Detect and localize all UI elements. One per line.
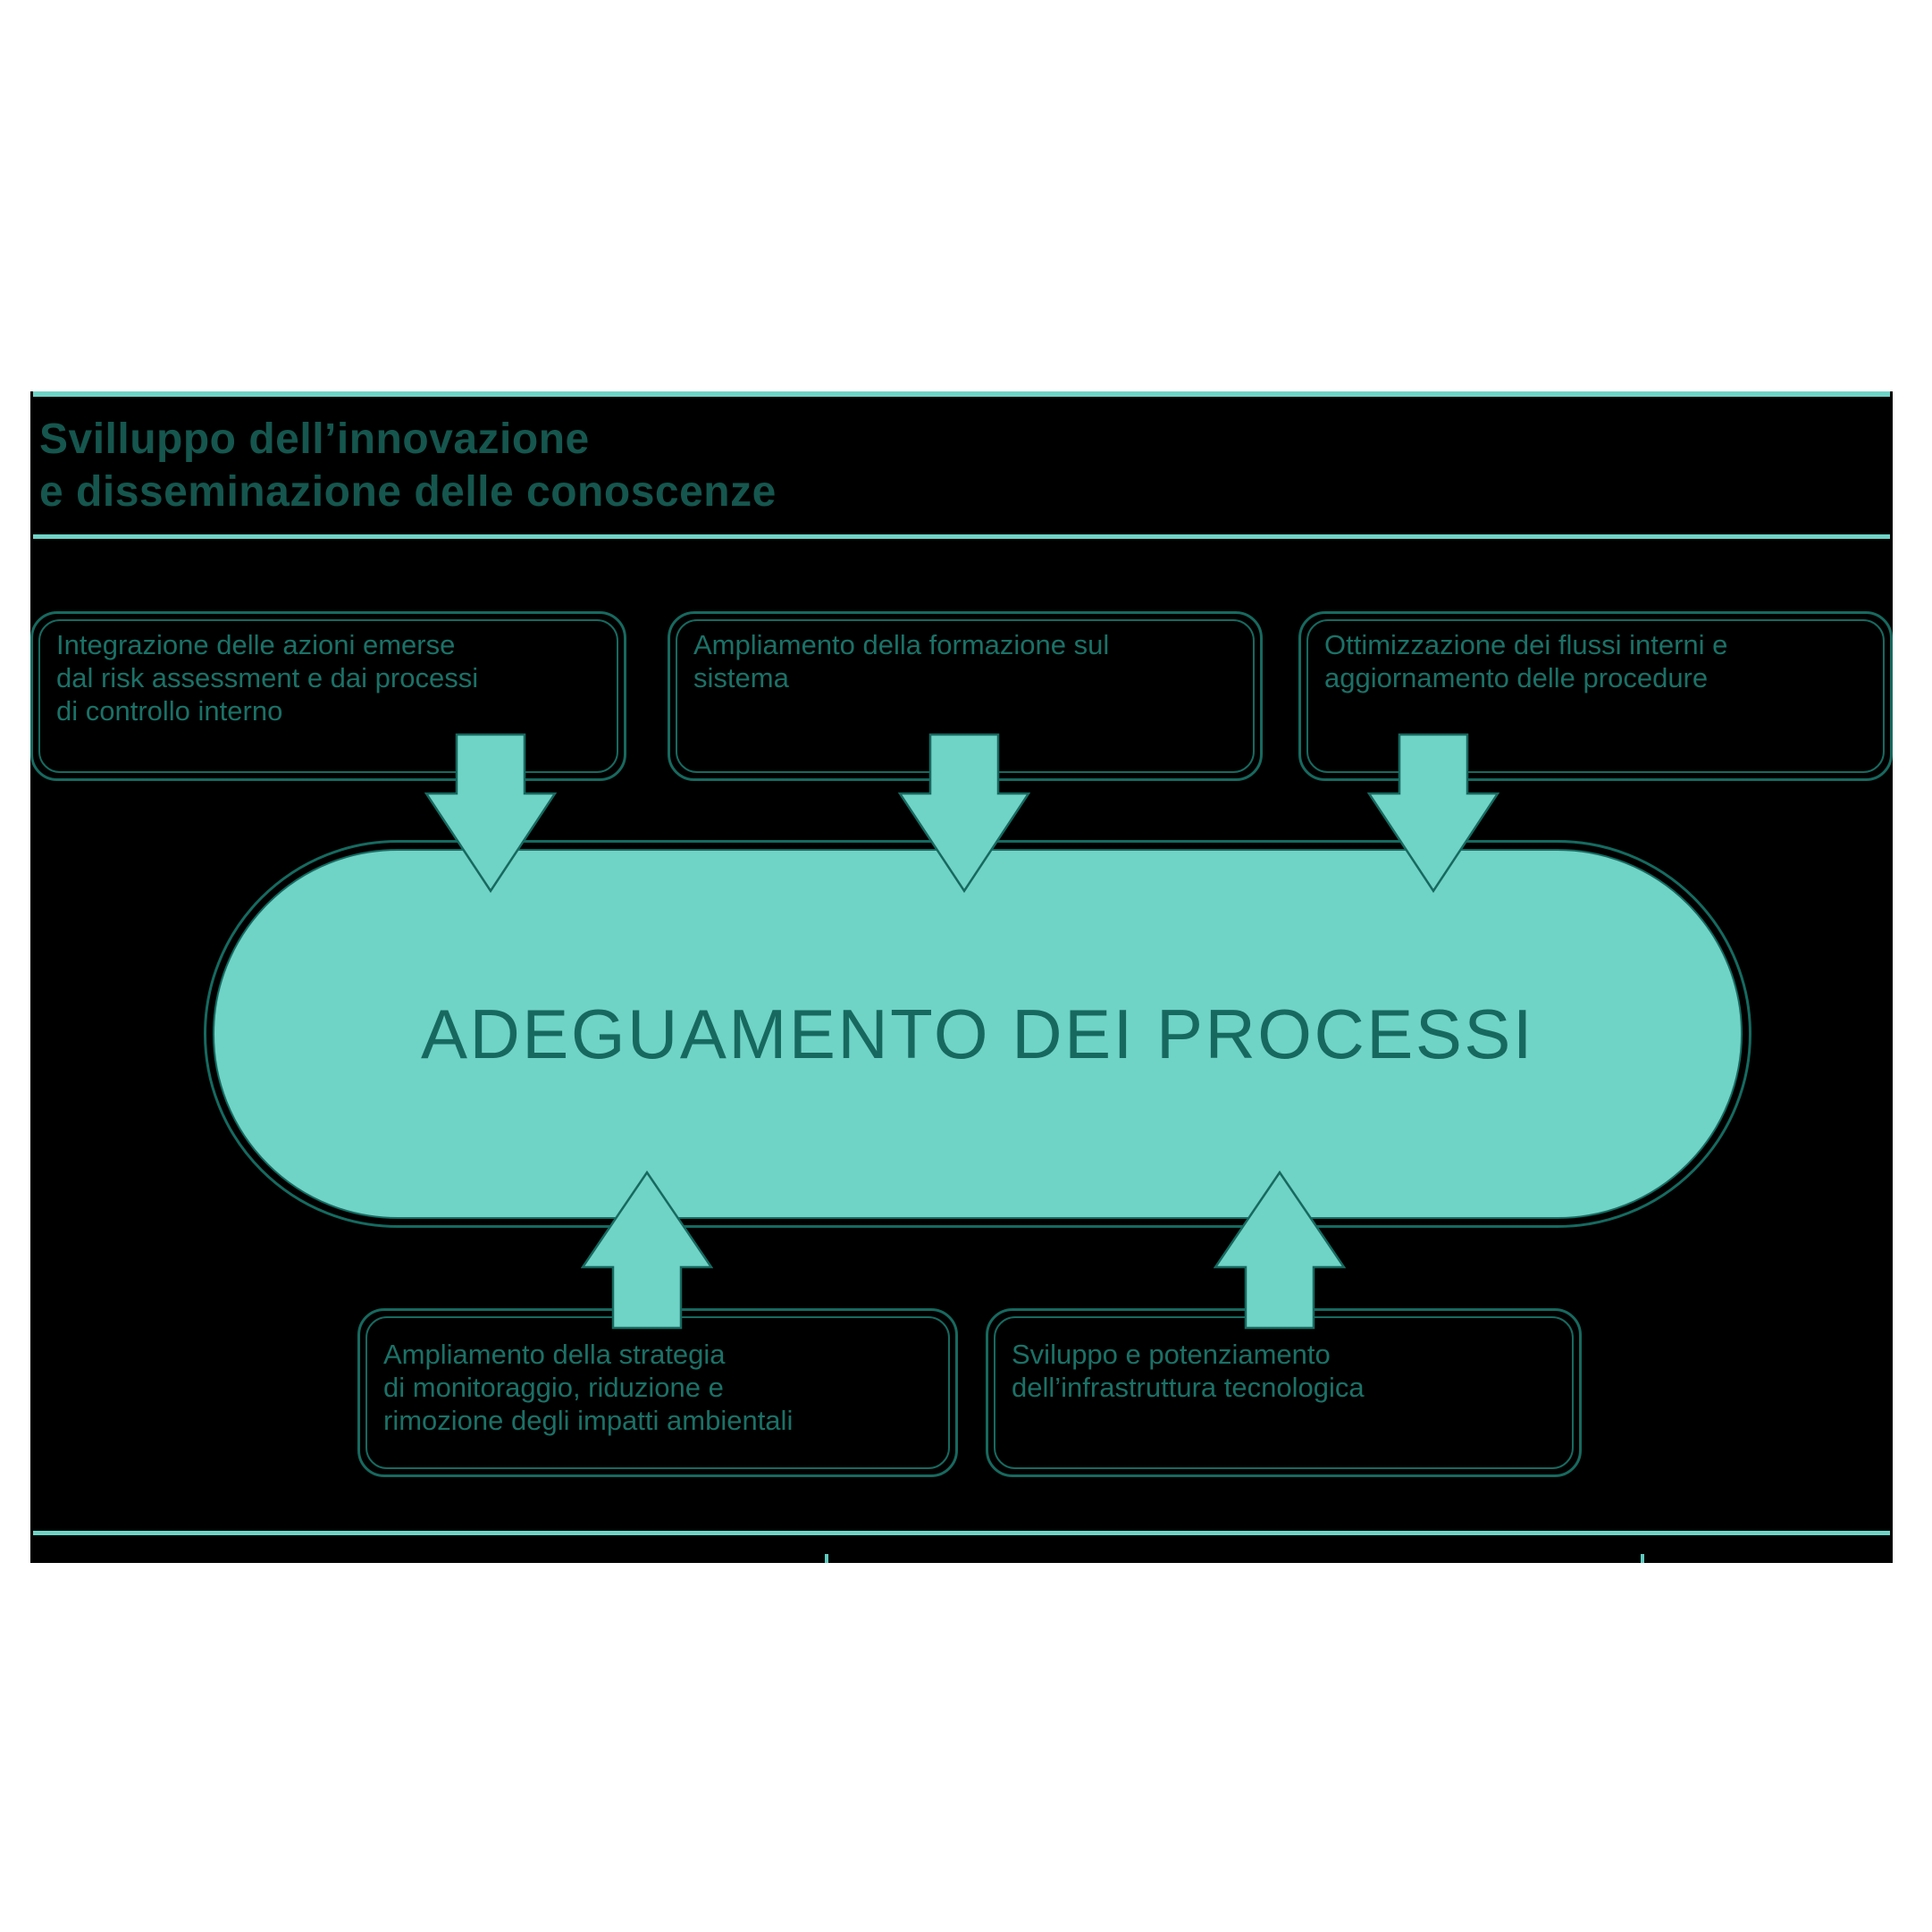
page-title-line1: Svilluppo dell’innovazione [39, 416, 590, 463]
down-arrow-icon [898, 733, 1030, 894]
box-risk-assessment: Integrazione delle azioni emerse dal ris… [30, 611, 626, 781]
box-text-line: sistema [693, 662, 789, 693]
diagram-panel: Svilluppo dell’innovazione e disseminazi… [30, 391, 1893, 1563]
box-text-line: Ampliamento della formazione sul [693, 629, 1110, 660]
page-title-line2: e disseminazione delle conoscenze [39, 468, 777, 516]
box-text: Ampliamento della formazione sul sistema [693, 628, 1251, 694]
box-monitoraggio: Ampliamento della strategia di monitorag… [357, 1308, 958, 1477]
crop-tick-mark [825, 1554, 828, 1563]
box-inner-border [1306, 619, 1885, 773]
box-text-line: Sviluppo e potenziamento [1012, 1339, 1331, 1370]
box-text-line: di monitoraggio, riduzione e [383, 1372, 724, 1403]
box-text: Ampliamento della strategia di monitorag… [383, 1338, 946, 1437]
title-divider-line [33, 534, 1890, 539]
box-infrastruttura: Sviluppo e potenziamento dell’infrastrut… [986, 1308, 1582, 1477]
box-text: Integrazione delle azioni emerse dal ris… [56, 628, 615, 727]
page-title: Svilluppo dell’innovazione e disseminazi… [39, 413, 777, 518]
up-arrow-icon [581, 1171, 713, 1330]
box-text-line: dal risk assessment e dai processi [56, 662, 479, 693]
box-text: Sviluppo e potenziamento dell’infrastrut… [1012, 1338, 1570, 1404]
box-text-line: dell’infrastruttura tecnologica [1012, 1372, 1365, 1403]
crop-tick-mark [1641, 1554, 1644, 1563]
central-pill: ADEGUAMENTO DEI PROCESSI [213, 849, 1743, 1219]
box-flussi-interni: Ottimizzazione dei flussi interni e aggi… [1298, 611, 1893, 781]
box-text-line: Ottimizzazione dei flussi interni e [1324, 629, 1728, 660]
box-text-line: di controllo interno [56, 695, 283, 727]
up-arrow-icon [1214, 1171, 1346, 1330]
box-text: Ottimizzazione dei flussi interni e aggi… [1324, 628, 1881, 694]
down-arrow-icon [1367, 733, 1499, 894]
box-text-line: rimozione degli impatti ambientali [383, 1405, 794, 1436]
box-inner-border [38, 619, 618, 773]
bottom-accent-bar [33, 1531, 1890, 1535]
box-text-line: Integrazione delle azioni emerse [56, 629, 456, 660]
box-text-line: aggiornamento delle procedure [1324, 662, 1709, 693]
central-pill-label: ADEGUAMENTO DEI PROCESSI [420, 994, 1535, 1073]
down-arrow-icon [424, 733, 557, 894]
box-text-line: Ampliamento della strategia [383, 1339, 726, 1370]
top-accent-bar [33, 391, 1890, 397]
